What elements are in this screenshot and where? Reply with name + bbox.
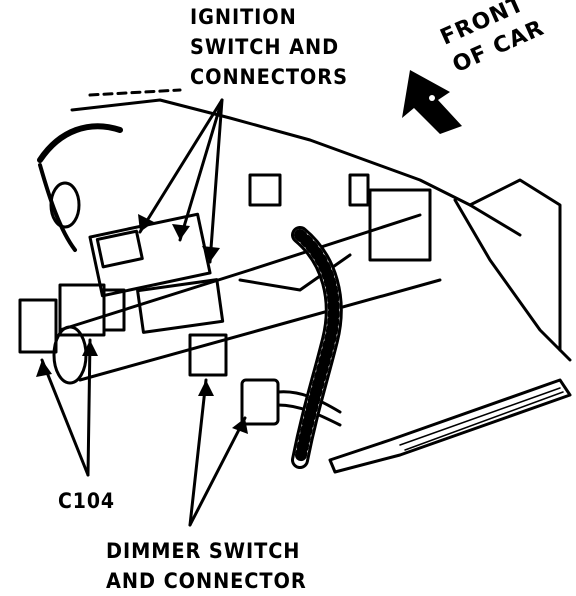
ignition-label-line1: IGNITION: [190, 5, 297, 29]
dash-box-1: [248, 173, 282, 207]
upper-harness-2: [38, 163, 77, 252]
c104-block-right: [102, 288, 126, 332]
ignition-arrows: [138, 98, 224, 264]
dimmer-label-line1: DIMMER SWITCH: [106, 539, 301, 563]
dimmer-arrows: [188, 378, 247, 527]
dimmer-switch-connector: [188, 333, 228, 377]
dimmer-label-line2: AND CONNECTOR: [106, 569, 307, 593]
c104-block-left: [18, 298, 58, 354]
upper-harness: [37, 123, 123, 163]
dimmer-switch-label: DIMMER SWITCH AND CONNECTOR: [106, 536, 307, 596]
dash-box-2: [368, 188, 432, 262]
lower-panel: [328, 378, 572, 474]
ignition-label-line3: CONNECTORS: [190, 65, 348, 89]
steering-column-lower: [78, 278, 442, 382]
lower-panel-hatch: [399, 387, 564, 451]
wire-loom-ribs: [294, 229, 340, 466]
c104-label: C104: [58, 489, 115, 514]
dimmer-harness-plug: [240, 378, 280, 426]
front-of-car-arrow-icon: [402, 70, 462, 134]
ignition-switch-label: IGNITION SWITCH AND CONNECTORS: [190, 2, 348, 92]
dash-top-dashed: [88, 88, 182, 97]
dash-panel-right: [468, 178, 562, 352]
dash-lower-edge: [453, 198, 572, 362]
dash-box-3: [348, 173, 370, 207]
dimmer-switch-body: [136, 278, 225, 334]
ignition-connector: [95, 229, 144, 269]
c104-label-text: C104: [58, 489, 115, 513]
harness-loop: [49, 181, 81, 229]
arrowheads: [36, 214, 248, 434]
ignition-label-line2: SWITCH AND: [190, 35, 340, 59]
c104-arrows: [40, 338, 92, 477]
